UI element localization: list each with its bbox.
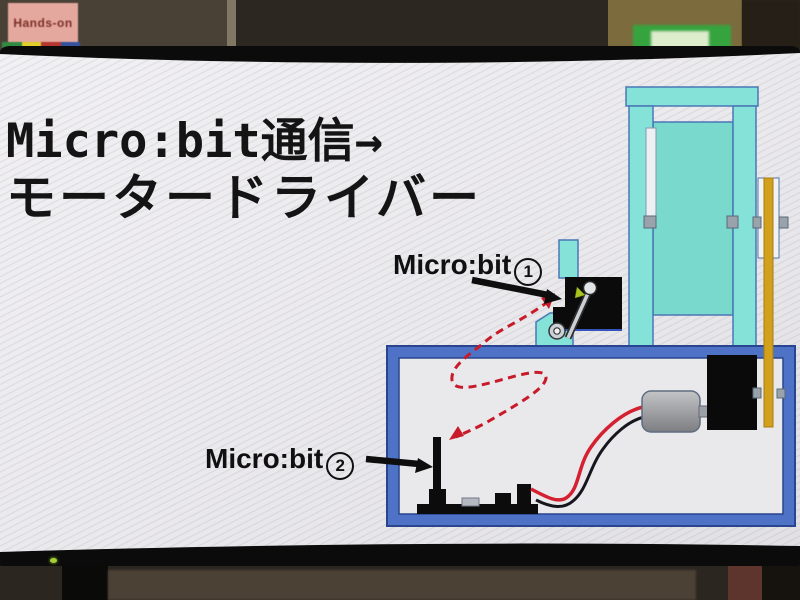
microbit-mount-post [558, 239, 579, 279]
wall-dark-right [742, 0, 800, 52]
power-led [50, 558, 57, 563]
machine-top-bar [625, 86, 759, 107]
black-wire [535, 415, 645, 508]
hands-on-sign-text: Hands-on [13, 16, 73, 30]
green-wedge [574, 286, 586, 299]
board-chip [461, 497, 480, 507]
label-microbit-1-text: Micro:bit [393, 249, 512, 280]
slider-slot [645, 127, 657, 228]
machine-frame [535, 86, 780, 428]
board-block-tall [517, 484, 531, 505]
red-wire [530, 405, 644, 502]
wires [530, 405, 645, 508]
microbit-1-holder [553, 307, 622, 329]
circled-number-1: 1 [514, 258, 543, 286]
axle-tab-belt-left [752, 216, 762, 229]
monitor-stand-left [62, 566, 108, 600]
machine-inner-panel [652, 121, 734, 316]
label-arrow-1-head [544, 289, 562, 304]
motor-assembly [641, 355, 757, 433]
floor [108, 570, 696, 600]
slide-title: Micro:bit通信→ モータードライバー [6, 114, 482, 228]
motor [641, 390, 701, 433]
board-block-small [495, 493, 511, 505]
floor-dark-right [762, 566, 800, 600]
axle-tab-belt-right [778, 216, 789, 229]
circuit-board [417, 504, 538, 514]
microbit-1-device [548, 277, 622, 340]
title-line-1: Micro:bit通信→ [6, 114, 383, 169]
title-line-2: モータードライバー [6, 169, 482, 228]
gearbox [707, 355, 757, 430]
lever-rod [566, 290, 591, 339]
exit-sign-panel [651, 31, 709, 50]
microbit-2-base [429, 489, 446, 505]
lever-ball [582, 280, 598, 296]
pulley-shaft-right [776, 388, 786, 399]
microbit-2-stick [433, 437, 441, 490]
monitor-stand-right [728, 566, 762, 600]
label-arrows [365, 276, 562, 473]
belt-drive [643, 177, 789, 428]
hands-on-sign: Hands-on [8, 3, 78, 43]
axle-tab-left [643, 215, 657, 229]
wall-dark [236, 0, 608, 52]
pulley-shaft-left [752, 387, 762, 399]
pivot-inner [553, 327, 561, 335]
label-arrow-1-shaft [471, 276, 549, 299]
label-arrow-2-shaft [365, 455, 420, 468]
room-background-bottom [0, 566, 800, 600]
drive-belt [763, 177, 774, 428]
motor-shaft [698, 405, 709, 418]
label-arrow-2-head [415, 458, 433, 473]
comm-arrowhead-down [449, 426, 464, 440]
wall-divider [227, 0, 236, 50]
microbit-2-board [417, 437, 538, 514]
circled-number-2: 2 [326, 452, 355, 480]
label-microbit-2-text: Micro:bit [205, 443, 324, 474]
comm-dashed-path [450, 299, 550, 439]
axle-tab-mid [726, 215, 739, 229]
